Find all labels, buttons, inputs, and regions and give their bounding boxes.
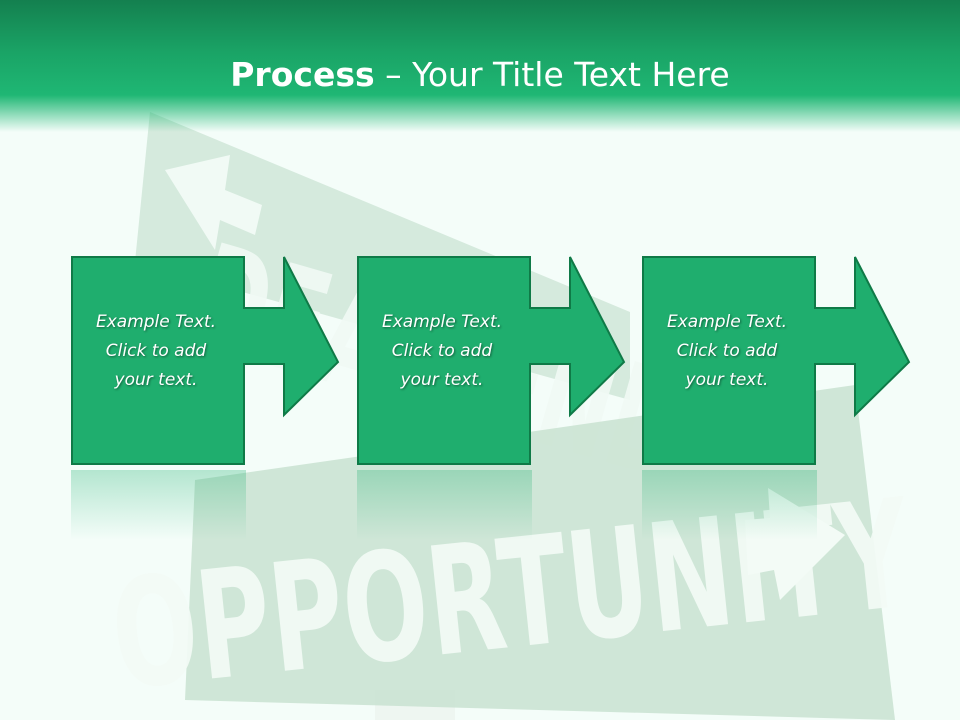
step-1-text: Example Text. Click to add your text. [75,308,237,395]
dead-end-arrow-icon [165,155,262,250]
opportunity-sign [185,385,895,720]
step-1-line-2: Click to add [105,341,207,361]
step-2-line-3: your text. [400,370,484,390]
step-3-line-3: your text. [685,370,769,390]
opportunity-arrow-icon [745,488,845,600]
title-rest-text: – Your Title Text Here [374,55,730,94]
step-2-arrow-box-shape [357,256,626,465]
step-2-text: Example Text. Click to add your text. [361,308,523,395]
step-3-line-2: Click to add [676,341,778,361]
process-step-3[interactable]: Example Text. Click to add your text. [642,256,911,466]
step-3-reflection [642,470,817,540]
step-3-line-1: Example Text. [666,312,788,332]
slide-title[interactable]: Process – Your Title Text Here [0,52,960,98]
step-2-reflection [357,470,532,540]
step-2-line-1: Example Text. [381,312,503,332]
step-1-arrow-box-shape [71,256,340,465]
title-bold-text: Process [230,55,375,94]
step-2-line-2: Click to add [391,341,493,361]
step-3-text: Example Text. Click to add your text. [646,308,808,395]
process-step-1[interactable]: Example Text. Click to add your text. [71,256,340,466]
step-1-line-3: your text. [114,370,198,390]
step-3-arrow-box-shape [642,256,911,465]
step-1-reflection [71,470,246,540]
step-1-line-1: Example Text. [95,312,217,332]
title-bar [0,0,960,132]
process-step-2[interactable]: Example Text. Click to add your text. [357,256,626,466]
